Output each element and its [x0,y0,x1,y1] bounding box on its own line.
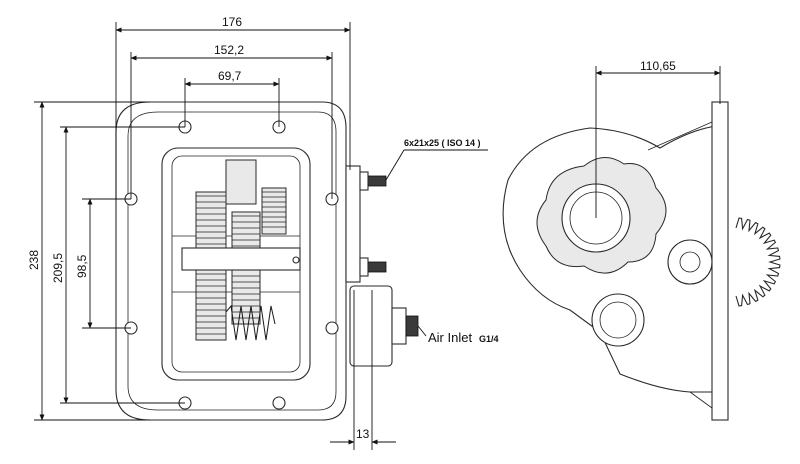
output-gear-teeth [735,217,781,307]
air-inlet-leader [417,325,427,337]
air-cylinder [349,285,419,367]
air-inlet-thread-label: G1/4 [479,334,499,344]
mounting-hole [272,396,286,410]
side-mounting-plate [711,101,729,421]
stud-spec-label: 6x21x25 ( ISO 14 ) [404,138,481,148]
dim-69-7: 69,7 [218,69,242,83]
front-view [115,101,419,421]
side-plate [345,165,361,283]
stud-bolts [292,165,387,283]
body-edge [647,121,713,409]
dim-110-65: 110,65 [640,59,676,73]
side-view [502,101,781,421]
mounting-hole [325,321,339,335]
stud-lower-nut [359,257,369,277]
gear-shaft [181,247,301,271]
small-gear [261,187,287,235]
spline-boss-bore [679,251,701,273]
dim-152-2: 152,2 [214,43,244,57]
indicator-dot [292,256,300,264]
cylinder-body [349,285,393,367]
dimension-texts: 176 152,2 69,7 238 209,5 98,5 13 110,65 … [27,15,676,441]
air-inlet-label: Air Inlet [428,330,472,345]
cylinder-cap [391,307,407,345]
dim-209-5: 209,5 [51,253,65,283]
stud-upper-nut [359,171,369,191]
return-spring [225,304,276,341]
dim-176: 176 [222,15,242,29]
lower-boss-bore [599,301,637,339]
air-fitting [405,315,419,337]
dim-238: 238 [27,250,41,270]
upper-gear [225,159,257,205]
stud-leader [385,149,405,181]
spline-boss [667,239,713,285]
dimension-lines [34,22,721,450]
gear-stack [181,159,301,341]
dim-98-5: 98,5 [75,254,89,278]
dim-13: 13 [356,427,370,441]
output-gear [735,217,781,307]
